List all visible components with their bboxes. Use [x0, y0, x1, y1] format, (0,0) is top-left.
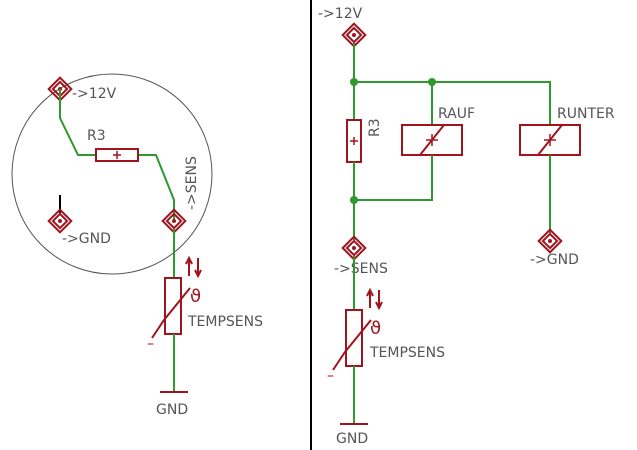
junction-top-mid	[428, 78, 436, 86]
pad-gnd-label-left: ->GND	[62, 231, 111, 247]
relay-rauf-label: RAUF	[438, 106, 475, 122]
thermistor-symbol-right: ϑ	[370, 318, 381, 339]
pad-12v-right	[341, 22, 367, 48]
junction-bottom	[350, 196, 358, 204]
pad-sens-label-left: ->SENS	[184, 156, 200, 210]
pad-gnd-right	[537, 228, 563, 254]
supply-label: ->12V	[318, 6, 363, 22]
thermistor-minus-left: –	[147, 336, 154, 352]
pad-sens-label-right: ->SENS	[334, 261, 388, 277]
wire-12v-to-r3	[59, 89, 96, 156]
resistor-label-left: R3	[87, 128, 106, 144]
pad-gnd-label-right: ->GND	[530, 252, 579, 268]
resistor-label-right: R3	[367, 118, 383, 137]
relay-runter	[519, 124, 581, 156]
relay-rauf	[401, 124, 463, 156]
thermistor-left	[151, 255, 202, 339]
junction-top-left	[350, 78, 358, 86]
pad-12v-label: ->12V	[72, 86, 117, 102]
zoom-circle	[11, 73, 213, 275]
pad-sens-left	[161, 208, 187, 234]
resistor-r3-right	[346, 119, 362, 163]
thermistor-label-left: TEMPSENS	[187, 314, 263, 330]
top-rail	[354, 81, 551, 125]
gnd-label-left: GND	[156, 402, 188, 418]
gnd-label-right: GND	[336, 431, 368, 447]
pad-gnd-left	[47, 208, 73, 234]
pad-sens-right	[341, 235, 367, 261]
thermistor-label-right: TEMPSENS	[369, 345, 445, 361]
resistor-r3-left	[95, 148, 139, 162]
wire-rauf-return	[354, 155, 433, 201]
thermistor-minus-right: –	[327, 368, 334, 384]
relay-runter-label: RUNTER	[557, 106, 615, 122]
wire-r3-to-sens	[138, 154, 175, 221]
thermistor-symbol-left: ϑ	[190, 286, 201, 307]
